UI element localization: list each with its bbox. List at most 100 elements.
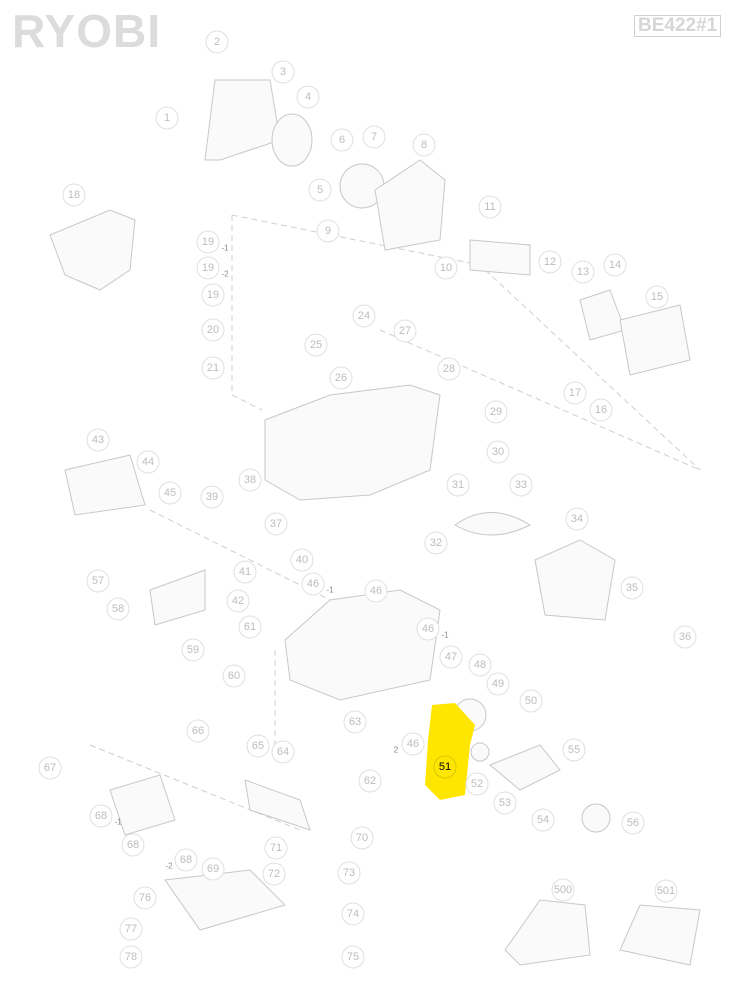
callout-18[interactable]: 18 — [62, 183, 86, 207]
callout-4[interactable]: 4 — [296, 85, 320, 109]
callout-21[interactable]: 21 — [201, 356, 225, 380]
callout-45[interactable]: 45 — [158, 481, 182, 505]
callout-19[interactable]: 19 — [196, 256, 220, 280]
callout-20[interactable]: 20 — [201, 318, 225, 342]
callout-label: 18 — [68, 189, 80, 201]
callout-76[interactable]: 76 — [133, 886, 157, 910]
callout-47[interactable]: 47 — [439, 645, 463, 669]
callout-68[interactable]: 68 — [174, 848, 198, 872]
callout-46[interactable]: 46 — [416, 617, 440, 641]
callout-46[interactable]: 46 — [364, 579, 388, 603]
callout-75[interactable]: 75 — [341, 945, 365, 969]
callout-46[interactable]: 46 — [401, 732, 425, 756]
callout-35[interactable]: 35 — [620, 576, 644, 600]
callout-circle — [645, 285, 669, 309]
callout-30[interactable]: 30 — [486, 440, 510, 464]
callout-28[interactable]: 28 — [437, 357, 461, 381]
callout-60[interactable]: 60 — [222, 664, 246, 688]
callout-69[interactable]: 69 — [201, 857, 225, 881]
callout-7[interactable]: 7 — [362, 125, 386, 149]
callout-59[interactable]: 59 — [181, 638, 205, 662]
callout-73[interactable]: 73 — [337, 861, 361, 885]
callout-68[interactable]: 68 — [89, 804, 113, 828]
callout-52[interactable]: 52 — [465, 772, 489, 796]
callout-19[interactable]: 19 — [201, 283, 225, 307]
callout-72[interactable]: 72 — [262, 862, 286, 886]
callout-label: 77 — [125, 923, 137, 935]
callout-33[interactable]: 33 — [509, 473, 533, 497]
callout-3[interactable]: 3 — [271, 60, 295, 84]
callout-13[interactable]: 13 — [571, 260, 595, 284]
callout-37[interactable]: 37 — [264, 512, 288, 536]
callout-circle — [233, 560, 257, 584]
callout-label: 19 — [202, 236, 214, 248]
callout-44[interactable]: 44 — [136, 450, 160, 474]
callout-500[interactable]: 500 — [551, 878, 575, 902]
callout-68[interactable]: 68 — [121, 833, 145, 857]
callout-67[interactable]: 67 — [38, 756, 62, 780]
callout-10[interactable]: 10 — [434, 256, 458, 280]
callout-43[interactable]: 43 — [86, 428, 110, 452]
callout-70[interactable]: 70 — [350, 826, 374, 850]
callout-40[interactable]: 40 — [290, 548, 314, 572]
callout-49[interactable]: 49 — [486, 672, 510, 696]
callout-label: 27 — [399, 325, 411, 337]
callout-5[interactable]: 5 — [308, 178, 332, 202]
callout-circle — [620, 576, 644, 600]
callout-label: 59 — [187, 644, 199, 656]
callout-32[interactable]: 32 — [424, 531, 448, 555]
callout-61[interactable]: 61 — [238, 615, 262, 639]
callout-39[interactable]: 39 — [200, 485, 224, 509]
callout-1[interactable]: 1 — [155, 106, 179, 130]
callout-41[interactable]: 41 — [233, 560, 257, 584]
callout-circle — [465, 772, 489, 796]
callout-25[interactable]: 25 — [304, 333, 328, 357]
callout-27[interactable]: 27 — [393, 319, 417, 343]
callout-circle — [468, 653, 492, 677]
callout-34[interactable]: 34 — [565, 507, 589, 531]
callout-label: 44 — [142, 456, 154, 468]
callout-71[interactable]: 71 — [264, 836, 288, 860]
callout-66[interactable]: 66 — [186, 719, 210, 743]
callout-36[interactable]: 36 — [673, 625, 697, 649]
callout-56[interactable]: 56 — [621, 811, 645, 835]
callout-74[interactable]: 74 — [341, 902, 365, 926]
callout-62[interactable]: 62 — [358, 769, 382, 793]
callout-circle — [433, 755, 457, 779]
callout-circle — [446, 473, 470, 497]
callout-48[interactable]: 48 — [468, 653, 492, 677]
callout-29[interactable]: 29 — [484, 400, 508, 424]
callout-63[interactable]: 63 — [343, 710, 367, 734]
callout-501[interactable]: 501 — [654, 879, 678, 903]
callout-78[interactable]: 78 — [119, 945, 143, 969]
callout-55[interactable]: 55 — [562, 738, 586, 762]
callout-77[interactable]: 77 — [119, 917, 143, 941]
callout-16[interactable]: 16 — [589, 398, 613, 422]
callout-17[interactable]: 17 — [563, 381, 587, 405]
callout-65[interactable]: 65 — [246, 734, 270, 758]
callout-14[interactable]: 14 — [603, 253, 627, 277]
callout-9[interactable]: 9 — [316, 219, 340, 243]
callout-6[interactable]: 6 — [330, 128, 354, 152]
callout-8[interactable]: 8 — [412, 133, 436, 157]
callout-46[interactable]: 46 — [301, 572, 325, 596]
callout-2[interactable]: 2 — [205, 30, 229, 54]
callout-19[interactable]: 19 — [196, 230, 220, 254]
callout-42[interactable]: 42 — [226, 589, 250, 613]
callout-53[interactable]: 53 — [493, 791, 517, 815]
callout-38[interactable]: 38 — [238, 468, 262, 492]
callout-51[interactable]: 51 — [433, 755, 457, 779]
callout-57[interactable]: 57 — [86, 569, 110, 593]
callout-31[interactable]: 31 — [446, 473, 470, 497]
callout-54[interactable]: 54 — [531, 808, 555, 832]
callout-label: 32 — [430, 537, 442, 549]
callout-64[interactable]: 64 — [271, 740, 295, 764]
callout-11[interactable]: 11 — [478, 195, 502, 219]
callout-12[interactable]: 12 — [538, 250, 562, 274]
callout-15[interactable]: 15 — [645, 285, 669, 309]
callout-24[interactable]: 24 — [352, 304, 376, 328]
callout-26[interactable]: 26 — [329, 366, 353, 390]
callout-58[interactable]: 58 — [106, 597, 130, 621]
callout-50[interactable]: 50 — [519, 689, 543, 713]
callout-circle — [304, 333, 328, 357]
